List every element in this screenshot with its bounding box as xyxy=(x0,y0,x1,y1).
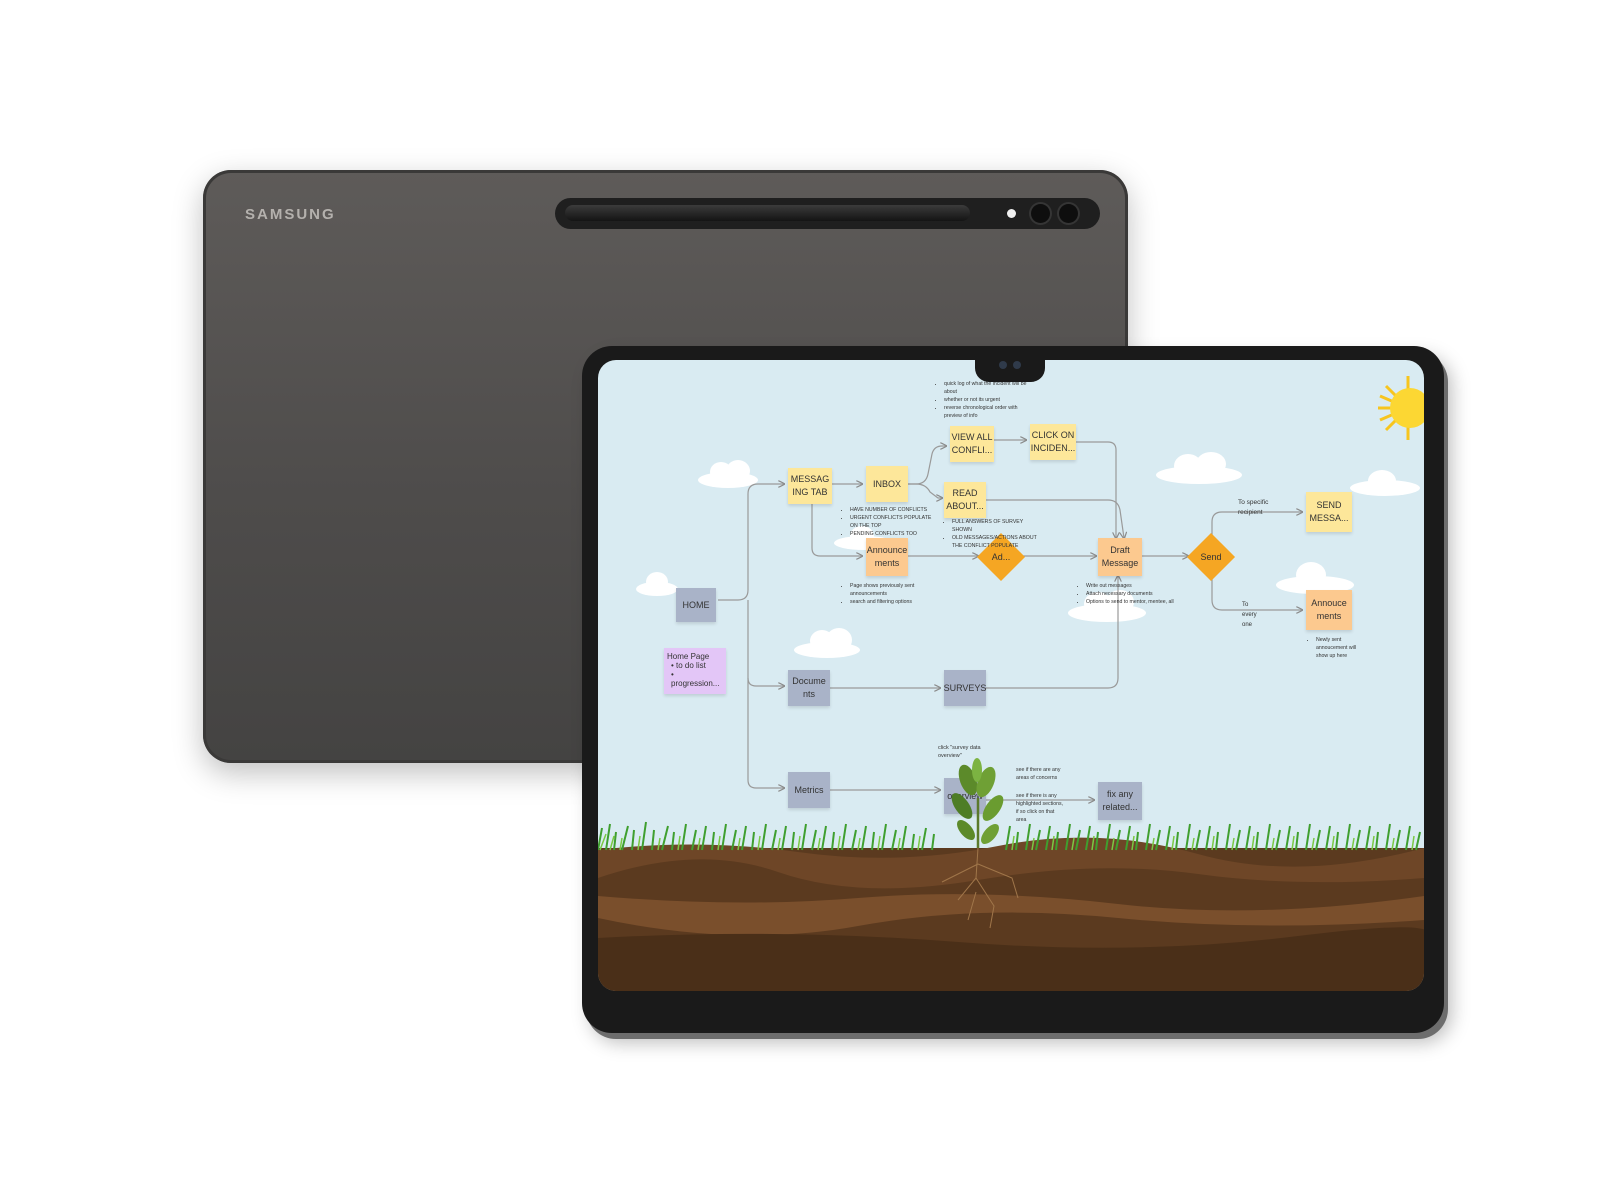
inbox-node[interactable]: INBOX xyxy=(866,466,908,502)
see-highlighted-label: see if there is any highlighted sections… xyxy=(1016,793,1064,823)
brand-logo: SAMSUNG xyxy=(245,206,336,223)
inbox-note: HAVE NUMBER OF CONFLICTS URGENT CONFLICT… xyxy=(842,506,932,538)
sun-icon xyxy=(1378,376,1424,440)
draft-message-node[interactable]: Draft Message xyxy=(1098,538,1142,576)
read-about-note: FULL ANSWERS OF SURVEY SHOWN OLD MESSAGE… xyxy=(944,518,1044,550)
stylus-track xyxy=(555,198,1100,229)
camera-lens-icon xyxy=(1059,204,1078,223)
documents-node[interactable]: Docume nts xyxy=(788,670,830,706)
announcements-right-node[interactable]: Annouce ments xyxy=(1306,590,1352,630)
camera-lens-icon xyxy=(1031,204,1050,223)
click-on-incident-node[interactable]: CLICK ON INCIDEN... xyxy=(1030,424,1076,460)
click-survey-label: click "survey data overview" xyxy=(938,745,981,759)
ground-illustration xyxy=(598,821,1424,991)
see-concern-label: see if there are any areas of concerns xyxy=(1016,767,1061,781)
home-page-note-item: • progression... xyxy=(671,670,720,688)
messaging-tab-node[interactable]: MESSAG ING TAB xyxy=(788,468,832,504)
announcements-note: Page shows previously sent announcements… xyxy=(842,582,918,606)
camera-notch xyxy=(975,360,1045,382)
stylus-pen xyxy=(565,205,970,221)
send-label: Send xyxy=(1200,552,1222,562)
home-node[interactable]: HOME xyxy=(676,588,716,622)
diagram-screen: HOME Home Page • to do list • progressio… xyxy=(598,360,1424,991)
announcements-right-note: Newly sent annoucement will show up here xyxy=(1308,636,1362,660)
plant-illustration xyxy=(951,758,1004,886)
surveys-node[interactable]: SURVEYS xyxy=(944,670,986,706)
draft-note: Write out messages Attach necessary docu… xyxy=(1078,582,1178,606)
front-camera-icon xyxy=(999,361,1007,369)
home-page-note-title: Home Page xyxy=(667,652,710,661)
decision-label: Ad... xyxy=(991,552,1011,562)
home-page-note-item: • to do list xyxy=(671,661,706,670)
to-specific-label: To specific recipient xyxy=(1238,499,1269,516)
metrics-node[interactable]: Metrics xyxy=(788,772,830,808)
camera-flash-icon xyxy=(1007,209,1016,218)
fix-related-node[interactable]: fix any related... xyxy=(1098,782,1142,820)
to-every-one-label: To every one xyxy=(1242,602,1257,628)
view-all-conflicts-node[interactable]: VIEW ALL CONFLI... xyxy=(950,426,994,462)
front-camera-icon xyxy=(1013,361,1021,369)
read-about-node[interactable]: READ ABOUT... xyxy=(944,482,986,518)
home-page-note: Home Page • to do list • progression... xyxy=(664,648,726,694)
view-all-note: quick log of what the incident will be a… xyxy=(936,380,1032,420)
tablet-front: HOME Home Page • to do list • progressio… xyxy=(582,346,1444,1033)
send-message-node[interactable]: SEND MESSA... xyxy=(1306,492,1352,532)
announcements-node[interactable]: Announce ments xyxy=(866,538,908,576)
connector-lines xyxy=(718,360,1424,991)
